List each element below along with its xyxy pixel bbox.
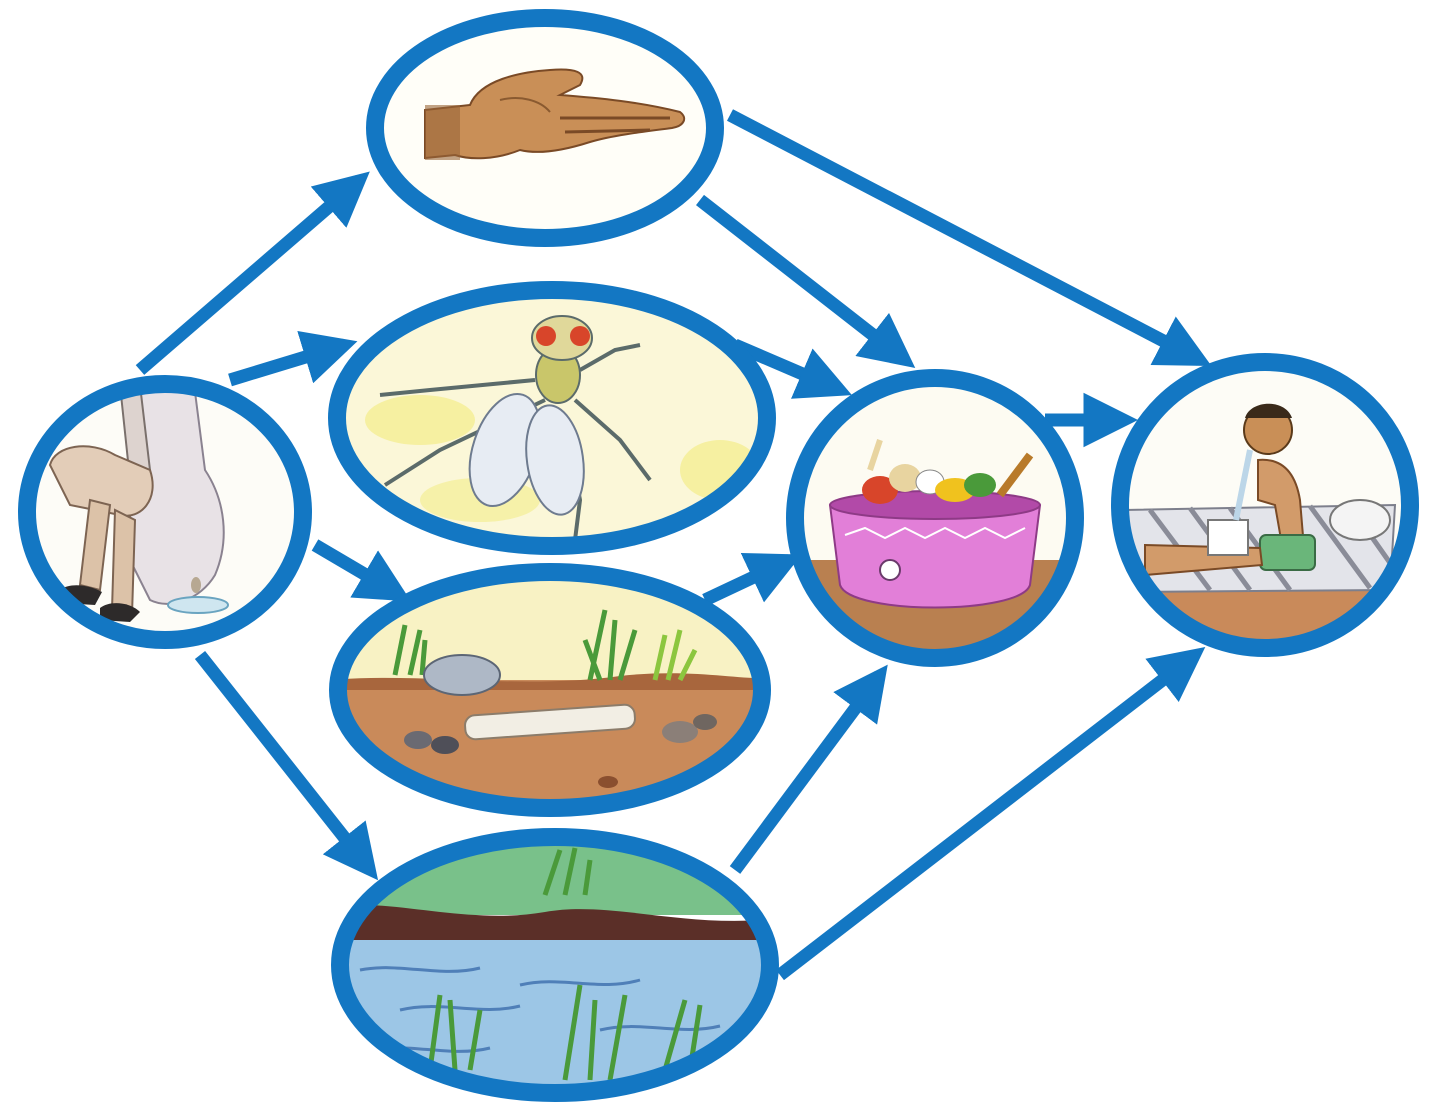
arrow-feces-to-fluids [194, 650, 379, 881]
arrow-fluids-to-food [729, 664, 888, 874]
node-flies [328, 281, 776, 555]
arrow-fluids-to-host [776, 647, 1206, 981]
arrow-fingers-to-food [696, 194, 916, 368]
node-fingers [366, 9, 724, 247]
arrow-flies-to-food [732, 339, 852, 399]
node-fields [329, 563, 771, 817]
node-fluids [331, 828, 779, 1102]
edges [135, 109, 1212, 981]
arrow-fields-to-food [702, 553, 802, 606]
arrow-fingers-to-host [726, 109, 1212, 367]
arrow-feces-to-flies [228, 330, 358, 387]
node-host [1111, 353, 1419, 657]
node-food [786, 369, 1084, 667]
node-feces [18, 375, 312, 649]
arrow-feces-to-fields [311, 539, 412, 602]
arrow-feces-to-fingers [135, 171, 370, 375]
